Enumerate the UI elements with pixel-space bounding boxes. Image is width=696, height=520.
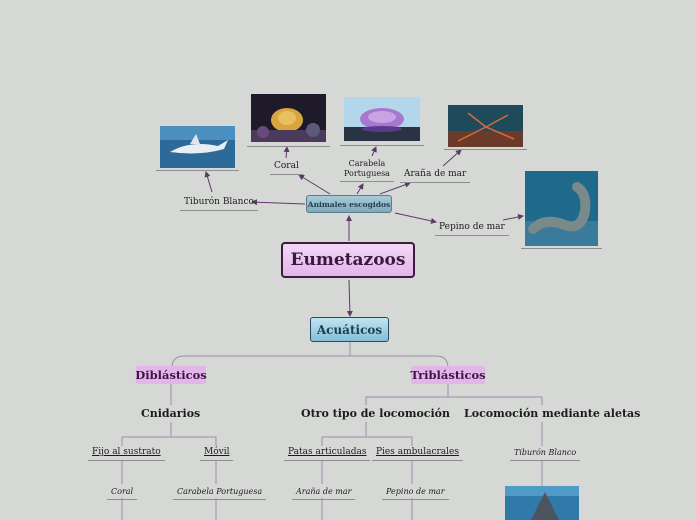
cnidarios-node[interactable]: Cnidarios (141, 407, 201, 420)
shark-label[interactable]: Tiburón Blanco (180, 197, 258, 211)
link-coral-photo (283, 146, 290, 159)
other-locomotion-node[interactable]: Otro tipo de locomoción (301, 407, 450, 420)
coral-photo-underline (247, 146, 330, 147)
mobile-example[interactable]: Carabela Portuguesa (173, 486, 267, 500)
tree-cnid-ex (121, 460, 217, 484)
animals-node[interactable]: Animales escogidos (306, 195, 392, 213)
diblasticos-node[interactable]: Diblásticos (135, 366, 207, 384)
shark-photo (160, 126, 235, 168)
caravel-label[interactable]: Carabela Portuguesa (340, 159, 394, 182)
fins-example[interactable]: Tiburón Blanco (510, 447, 581, 461)
aquatic-node[interactable]: Acuáticos (310, 317, 389, 342)
feet-node[interactable]: Pies ambulacrales (372, 447, 463, 461)
root-node[interactable]: Eumetazoos (281, 242, 415, 278)
cucumber-photo-underline (521, 248, 602, 249)
tree-cnid-tail (121, 498, 217, 520)
caravel-label-line2: Portuguesa (344, 169, 390, 178)
cucumber-photo (525, 171, 598, 246)
tree-cnidarios (121, 422, 217, 446)
caravel-photo-underline (340, 145, 424, 146)
spider-photo-underline (444, 149, 527, 150)
tree-other-ex (321, 460, 413, 520)
fins-shark-photo (505, 486, 579, 520)
link-shark-photo (204, 171, 213, 193)
link-caravel (356, 183, 364, 195)
feet-example[interactable]: Pepino de mar (382, 486, 449, 500)
triblasticos-node[interactable]: Triblásticos (410, 366, 486, 384)
tree-other (321, 422, 413, 446)
caravel-photo (344, 97, 420, 141)
spider-label[interactable]: Araña de mar (400, 169, 471, 183)
caravel-label-line1: Carabela (348, 159, 386, 168)
fixed-node[interactable]: Fijo al sustrato (88, 447, 165, 461)
link-spider-photo (442, 149, 462, 167)
link-root-aquatic (346, 279, 353, 317)
fixed-example[interactable]: Coral (107, 486, 138, 500)
link-coral (298, 174, 331, 195)
link-shark (251, 199, 306, 206)
shark-photo-underline (156, 170, 239, 171)
link-caravel-photo (371, 146, 377, 157)
mobile-node[interactable]: Móvil (200, 447, 234, 461)
legs-example[interactable]: Araña de mar (292, 486, 356, 500)
cucumber-label[interactable]: Pepino de mar (435, 222, 509, 236)
link-cucumber-photo (502, 214, 524, 221)
legs-node[interactable]: Patas articuladas (284, 447, 371, 461)
spider-photo (448, 105, 523, 147)
link-cucumber (394, 212, 437, 224)
link-spider (379, 181, 411, 195)
tree-aquatic (171, 342, 449, 369)
coral-label[interactable]: Coral (270, 161, 303, 175)
coral-photo (251, 94, 326, 142)
tree-trib (365, 384, 543, 405)
fins-node[interactable]: Locomoción mediante aletas (464, 407, 641, 420)
